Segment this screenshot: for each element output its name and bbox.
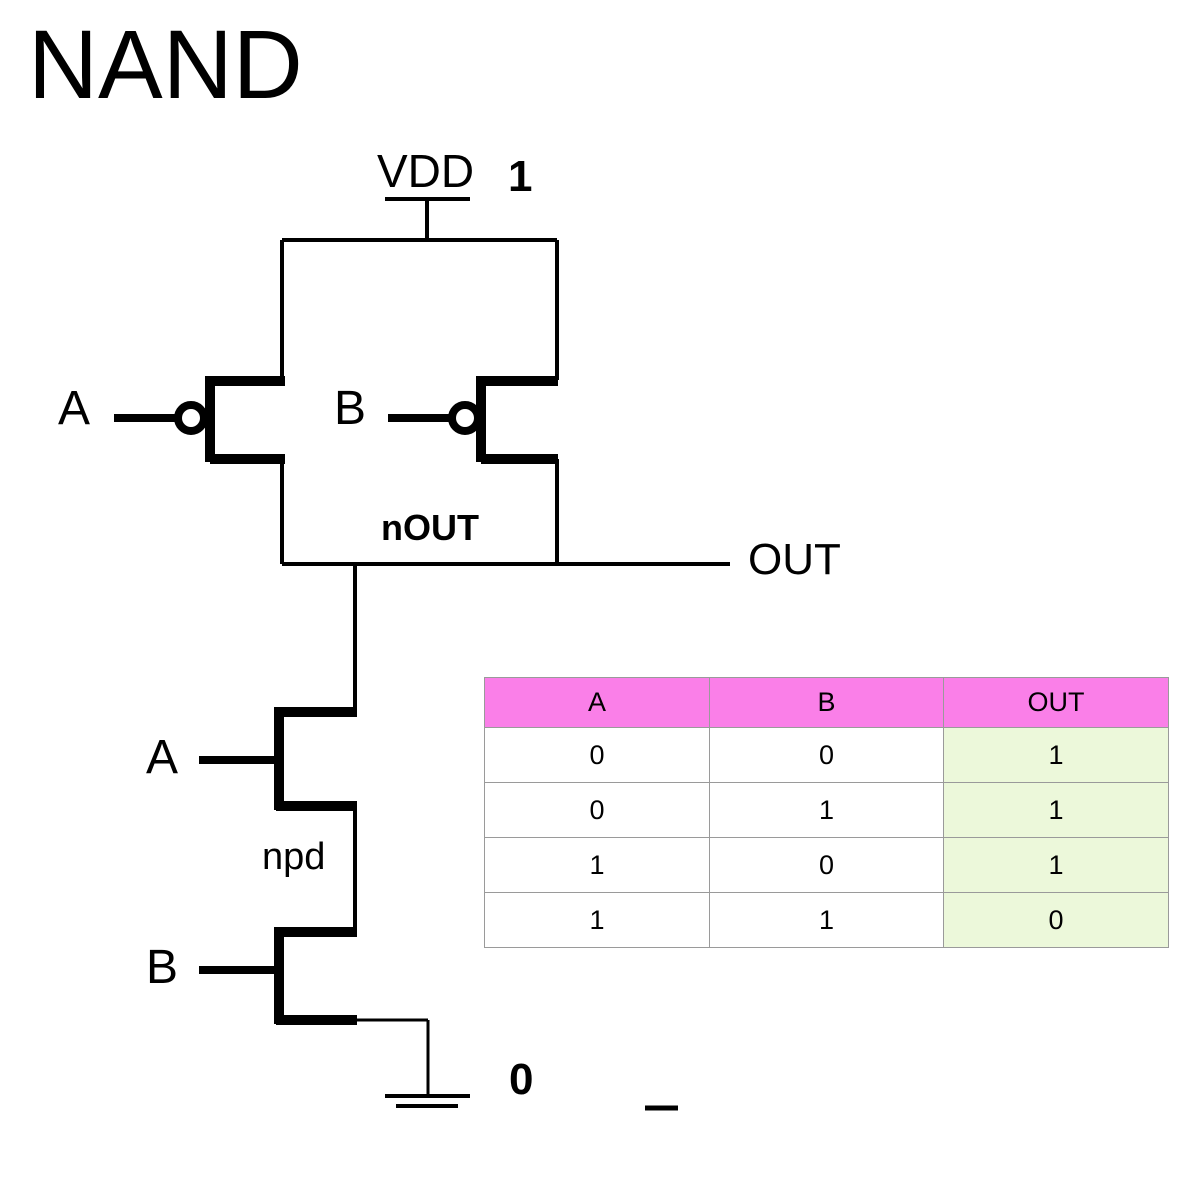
column-header-b: B	[709, 677, 944, 728]
cell-b: 1	[709, 892, 944, 948]
cell-a: 0	[484, 782, 710, 838]
nout-net-label: nOUT	[381, 507, 479, 548]
cell-a: 1	[484, 892, 710, 948]
cell-out: 0	[943, 892, 1169, 948]
out-net-label: OUT	[748, 535, 841, 584]
column-header-out: OUT	[943, 677, 1169, 728]
vdd-label: VDD	[377, 145, 475, 197]
pmos-transistor-a	[114, 376, 285, 464]
vdd-symbol	[385, 197, 470, 240]
pmos-gate-a-label: A	[58, 382, 91, 435]
cell-b: 1	[709, 782, 944, 838]
cell-out: 1	[943, 727, 1169, 783]
ground-symbol	[385, 1094, 470, 1108]
table-row: 0 1 1	[484, 782, 1169, 838]
nmos-transistor-b	[199, 927, 357, 1025]
nmos-gate-b-label: B	[146, 941, 179, 994]
nout-node-wire	[280, 459, 559, 566]
pmos-transistor-b	[388, 376, 558, 464]
column-header-a: A	[484, 677, 710, 728]
pmos-gate-b-label: B	[334, 382, 367, 435]
cell-b: 0	[709, 837, 944, 893]
table-header-row: A B OUT	[484, 677, 1169, 728]
table-row: 1 1 0	[484, 892, 1169, 948]
cell-a: 0	[484, 727, 710, 783]
nmos-gate-a-label: A	[146, 731, 179, 784]
nmos-transistor-a	[199, 707, 357, 811]
cell-out: 1	[943, 837, 1169, 893]
truth-table: A B OUT 0 0 1 0 1 1 1 0 1 1 1	[484, 677, 1169, 948]
cell-a: 1	[484, 837, 710, 893]
vdd-bus-wire	[280, 238, 559, 380]
table-row: 1 0 1	[484, 837, 1169, 893]
cell-out: 1	[943, 782, 1169, 838]
table-row: 0 0 1	[484, 727, 1169, 783]
npd-net-label: npd	[262, 836, 326, 878]
ground-wire	[355, 1018, 430, 1096]
page-title: NAND	[28, 10, 303, 119]
cell-b: 0	[709, 727, 944, 783]
vdd-logic-value: 1	[508, 152, 533, 201]
ground-logic-value: 0	[509, 1055, 534, 1104]
